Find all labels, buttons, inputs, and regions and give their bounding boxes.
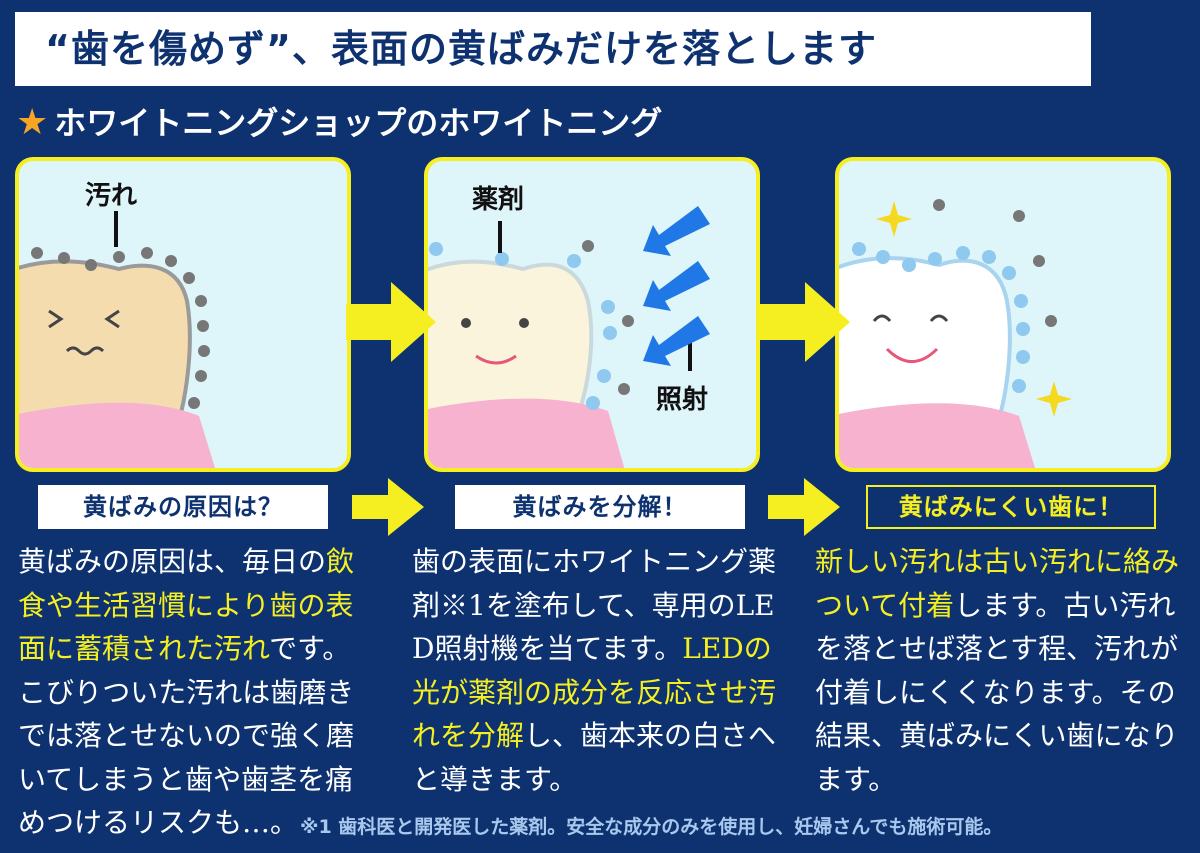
panel-agent: 薬剤 照射	[424, 157, 760, 472]
description-cause: 黄ばみの原因は、毎日の飲食や生活習慣により歯の表面に蓄積された汚れです。こびりつ…	[18, 540, 378, 845]
highlight-segment: 新しい汚れは古い汚れに絡みついて付着	[815, 545, 1180, 622]
irradiation-label: 照射	[656, 385, 709, 415]
arrow-right-icon	[346, 282, 436, 362]
arrow-right-icon	[352, 478, 424, 536]
panel-stain: 汚れ	[15, 157, 351, 472]
panel-result	[835, 157, 1171, 472]
light-arrows	[643, 206, 710, 366]
highlight-segment: 飲食や生活習慣により歯の表面に蓄積された汚れ	[18, 545, 355, 665]
text-segment: します。古い汚れを落とせば落とす程、汚れが付着しにくくなります。その結果、黄ばみ…	[815, 588, 1179, 796]
clean-tooth-illustration	[839, 199, 1072, 468]
agent-label: 薬剤	[472, 185, 525, 215]
caption-cause: 黄ばみの原因は？	[38, 485, 328, 529]
highlight-segment: LEDの光が薬剤の成分を反応させ汚れを分解	[412, 632, 777, 752]
caption-result: 黄ばみにくい歯に！	[866, 485, 1156, 529]
description-result: 新しい汚れは古い汚れに絡みついて付着します。古い汚れを落とせば落とす程、汚れが付…	[815, 540, 1183, 801]
subtitle: ★ ホワイトニングショップのホワイトニング	[16, 98, 662, 148]
arrow-right-icon	[760, 282, 850, 362]
footnote: ※1 歯科医と開発医した薬剤。安全な成分のみを使用し、妊婦さんでも施術可能。	[300, 816, 1003, 838]
description-decompose: 歯の表面にホワイトニング薬剤※1を塗布して、専用のLED照射機を当てます。LED…	[412, 540, 780, 801]
stain-label: 汚れ	[85, 181, 138, 211]
caption-decompose: 黄ばみを分解！	[455, 485, 745, 529]
star-icon: ★	[16, 102, 49, 143]
text-segment: です。こびりついた汚れは歯磨きでは落とせないので強く磨いてしまうと歯や歯茎を痛め…	[18, 632, 355, 839]
treatment-tooth-illustration	[428, 206, 710, 468]
page-title: “歯を傷めず”、表面の黄ばみだけを落とします	[15, 12, 1091, 86]
text-segment: し、歯本来の白さへと導きます。	[412, 719, 777, 796]
text-segment: 歯の表面にホワイトニング薬剤※1を塗布して、専用のLED照射機を当てます。	[412, 545, 777, 665]
stained-tooth-illustration	[19, 211, 215, 468]
text-segment: 黄ばみの原因は、毎日の	[18, 545, 327, 578]
arrow-right-icon	[768, 478, 840, 536]
subtitle-text: ホワイトニングショップのホワイトニング	[54, 104, 663, 142]
